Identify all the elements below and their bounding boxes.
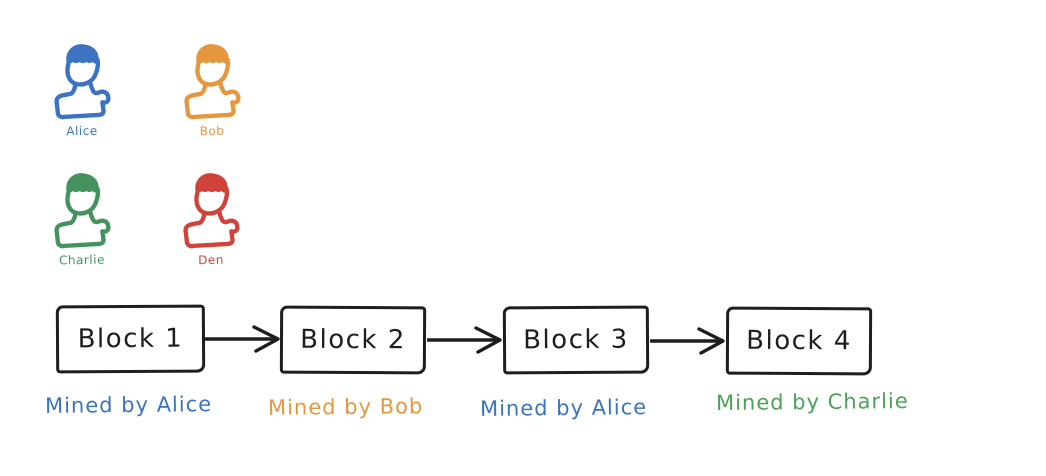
person-charlie: Charlie (48, 171, 116, 267)
block-3: Block 3 (502, 305, 650, 375)
mined-by-label-1: Mined by Alice (44, 392, 213, 418)
person-alice: Alice (48, 42, 116, 138)
block-1: Block 1 (55, 304, 206, 374)
person-bob: Bob (178, 42, 246, 138)
mined-by-label-2: Mined by Bob (267, 394, 424, 420)
block-label: Block 2 (300, 324, 406, 356)
person-icon (183, 173, 240, 249)
mined-by-label-4: Mined by Charlie (715, 388, 909, 416)
person-name: Den (198, 252, 224, 268)
arrow-icon (426, 325, 503, 359)
person-name: Charlie (58, 252, 106, 268)
block-label: Block 3 (523, 324, 629, 356)
arrow-icon (649, 326, 726, 360)
block-2: Block 2 (279, 305, 427, 375)
block-label: Block 4 (746, 325, 852, 357)
arrow-icon (204, 324, 281, 358)
person-icon (54, 173, 111, 249)
block-4: Block 4 (725, 306, 873, 376)
person-icon (54, 44, 111, 120)
mined-by-label-3: Mined by Alice (479, 395, 648, 421)
block-label: Block 1 (77, 323, 184, 355)
person-icon (184, 44, 241, 120)
person-den: Den (177, 171, 245, 267)
person-name: Bob (199, 123, 225, 139)
person-name: Alice (66, 123, 98, 139)
